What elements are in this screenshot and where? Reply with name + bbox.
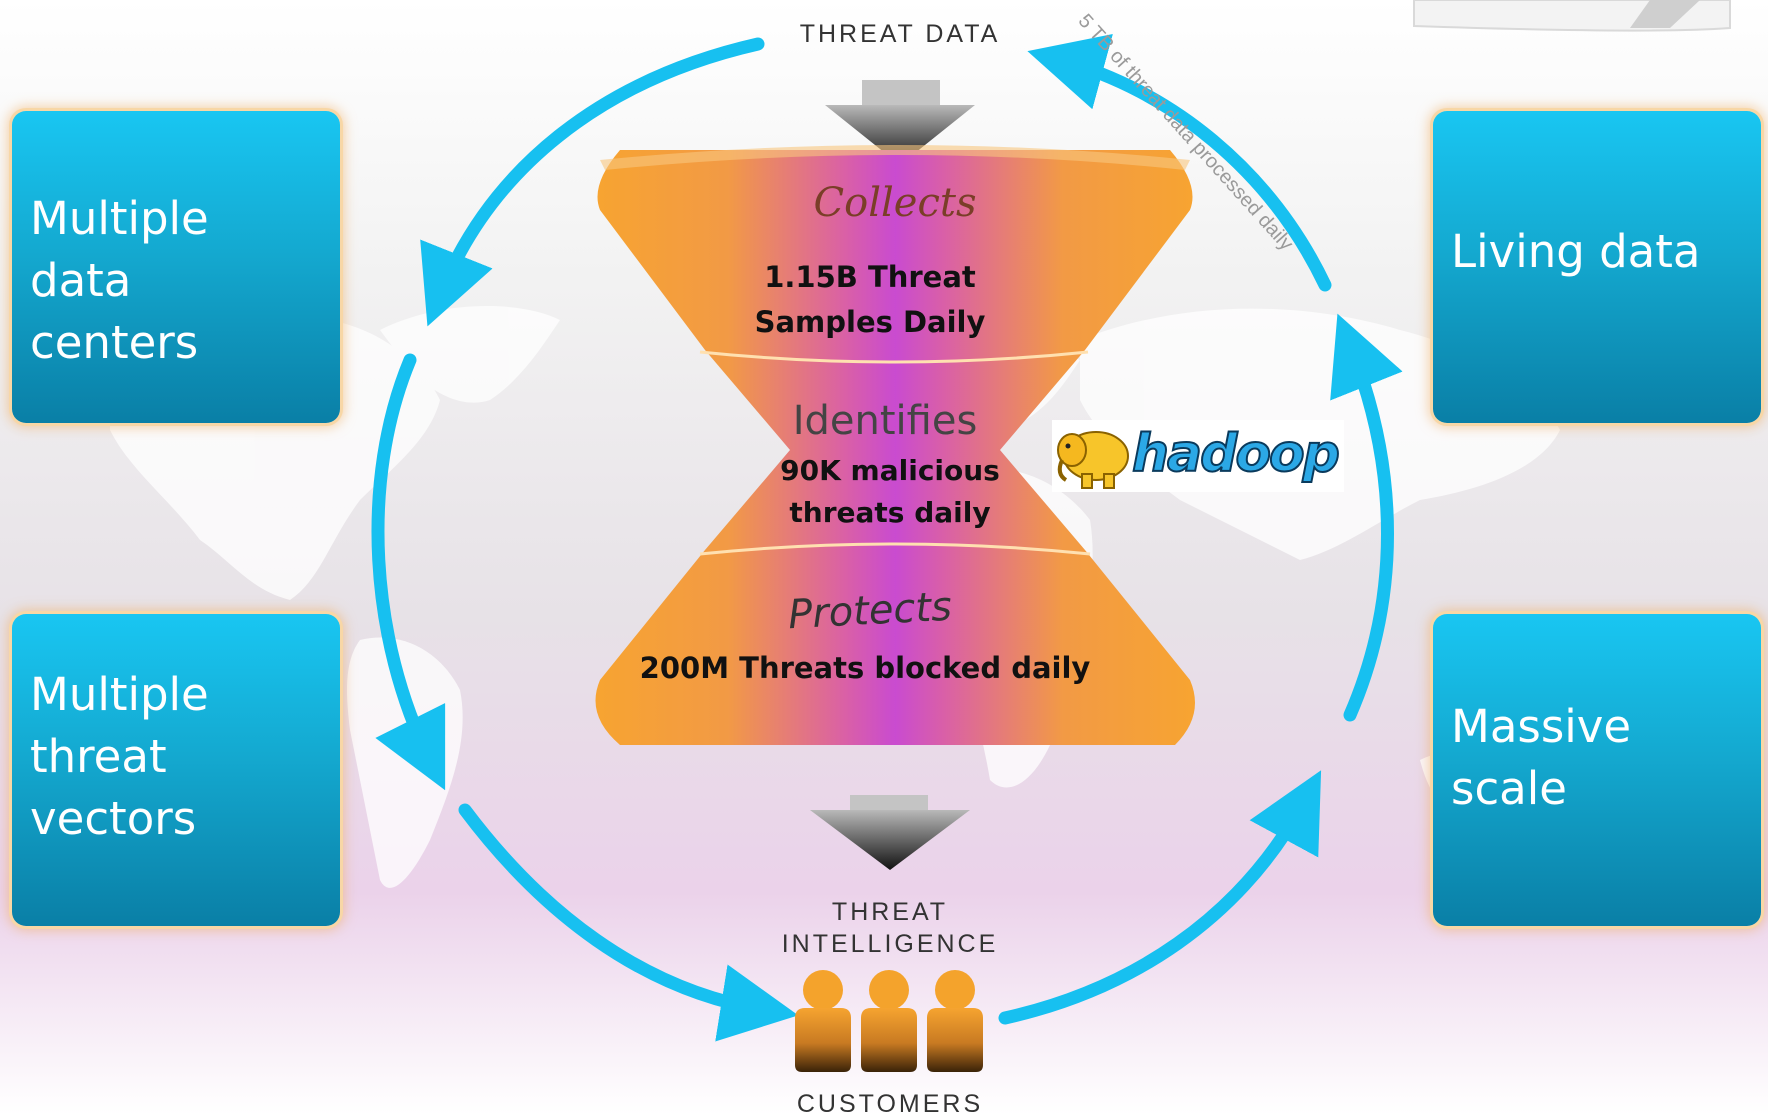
input-arrow <box>825 80 975 165</box>
hadoop-logo: hadoop <box>1052 420 1344 492</box>
output-arrow <box>810 795 970 870</box>
box-multiple-data-centers: Multiple data centers <box>12 111 340 423</box>
cycle-arrows <box>371 34 1403 1042</box>
arrow-left <box>371 353 446 791</box>
identifies-stat-line2: threats daily <box>789 496 991 529</box>
arrow-bottom-left <box>458 803 799 1042</box>
threat-intelligence-line2: INTELLIGENCE <box>781 930 999 958</box>
arrow-top-left <box>420 37 765 327</box>
box-living-data: Living data <box>1433 111 1761 423</box>
corner-logo-fragment <box>1413 0 1731 32</box>
collects-stat-line2: Samples Daily <box>754 305 986 339</box>
customers-icon <box>795 970 983 1072</box>
box-text-line: scale <box>1451 762 1567 815</box>
customers-label: CUSTOMERS <box>796 1090 984 1118</box>
protects-stat: 200M Threats blocked daily <box>639 651 1091 685</box>
box-text-line: Multiple data <box>30 192 209 307</box>
box-massive-scale: Massive scale <box>1433 614 1761 926</box>
hourglass <box>595 145 1195 745</box>
collects-stat: 1.15B Threat Samples Daily <box>720 255 1020 345</box>
box-text-line: Multiple <box>30 668 209 721</box>
identifies-title: Identifies <box>792 398 978 444</box>
collects-title: Collects <box>813 180 977 226</box>
arrow-top-right <box>1027 34 1332 292</box>
box-text-line: Living data <box>1451 225 1701 278</box>
box-text-line: threat <box>30 730 167 783</box>
arrow-bottom-right <box>998 770 1322 1025</box>
elephant-icon <box>1057 431 1129 489</box>
box-text-line: centers <box>30 316 199 369</box>
box-text-line: vectors <box>30 792 197 845</box>
hadoop-wordmark: hadoop <box>1131 423 1341 485</box>
arrow-right <box>1330 313 1403 722</box>
threat-intelligence-line1: THREAT <box>831 898 949 926</box>
threat-intelligence-label: THREAT INTELLIGENCE <box>760 896 1020 960</box>
collects-stat-line1: 1.15B Threat <box>764 260 976 294</box>
identifies-stat-line1: 90K malicious <box>780 454 1000 487</box>
identifies-stat: 90K malicious threats daily <box>740 450 1040 534</box>
box-multiple-threat-vectors: Multiple threat vectors <box>12 614 340 926</box>
threat-data-label: THREAT DATA <box>799 20 1001 48</box>
box-text-line: Massive <box>1451 700 1632 753</box>
